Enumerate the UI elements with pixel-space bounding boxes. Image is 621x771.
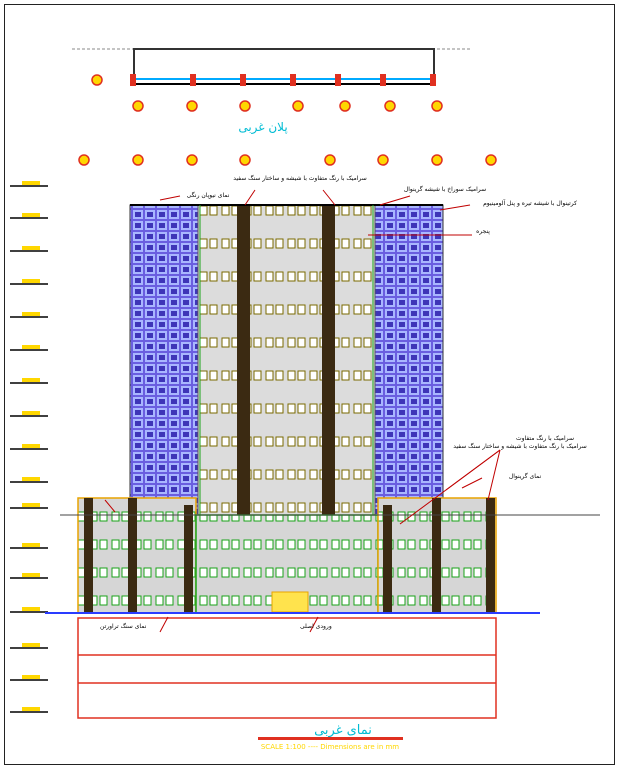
podium [45, 497, 600, 614]
level-markers [10, 181, 48, 713]
plan-view: پلان غربی [72, 48, 470, 135]
curtain-wall-left [129, 204, 199, 516]
annotation-3: سرامیک سوراخ با شیشه گرینوال [404, 185, 486, 193]
annotation-1: نمای نیوپان رنگی [187, 191, 230, 199]
curtain-wall-right [374, 204, 444, 516]
axis-markers [78, 154, 497, 166]
column-1 [237, 205, 250, 610]
tower-window-facade [197, 204, 376, 516]
annotations: نمای نیوپان رنگی سرامیک با رنگ متفاوت با… [100, 174, 587, 633]
main-entrance [271, 591, 309, 613]
bottom-note-mid: ورودی اصلی [300, 623, 332, 630]
tower [129, 204, 444, 610]
elevation-title-block: نمای غربی SCALE 1:100 ---- Dimensions ar… [258, 723, 403, 751]
plan-title: پلان غربی [238, 120, 287, 135]
annotation-8: نمای گرینوال [509, 472, 542, 480]
bottom-note-left: نمای سنگ تراورتن [100, 622, 147, 630]
column-2 [322, 205, 335, 610]
annotation-6: سرامیک با رنگ متفاوت [516, 434, 574, 442]
elevation-title: نمای غربی [314, 723, 372, 738]
annotation-5: پنجره [476, 228, 490, 235]
annotation-4: کرتینوال با شیشه تیره و پنل آلومینیوم [483, 198, 577, 207]
annotation-2: سرامیک با رنگ متفاوت با شیشه و ساختار سن… [233, 174, 367, 182]
annotation-7: سرامیک با رنگ متفاوت با شیشه و ساختار سن… [453, 442, 587, 450]
scale-note: SCALE 1:100 ---- Dimensions are in mm [261, 743, 399, 751]
foundation [77, 617, 497, 719]
